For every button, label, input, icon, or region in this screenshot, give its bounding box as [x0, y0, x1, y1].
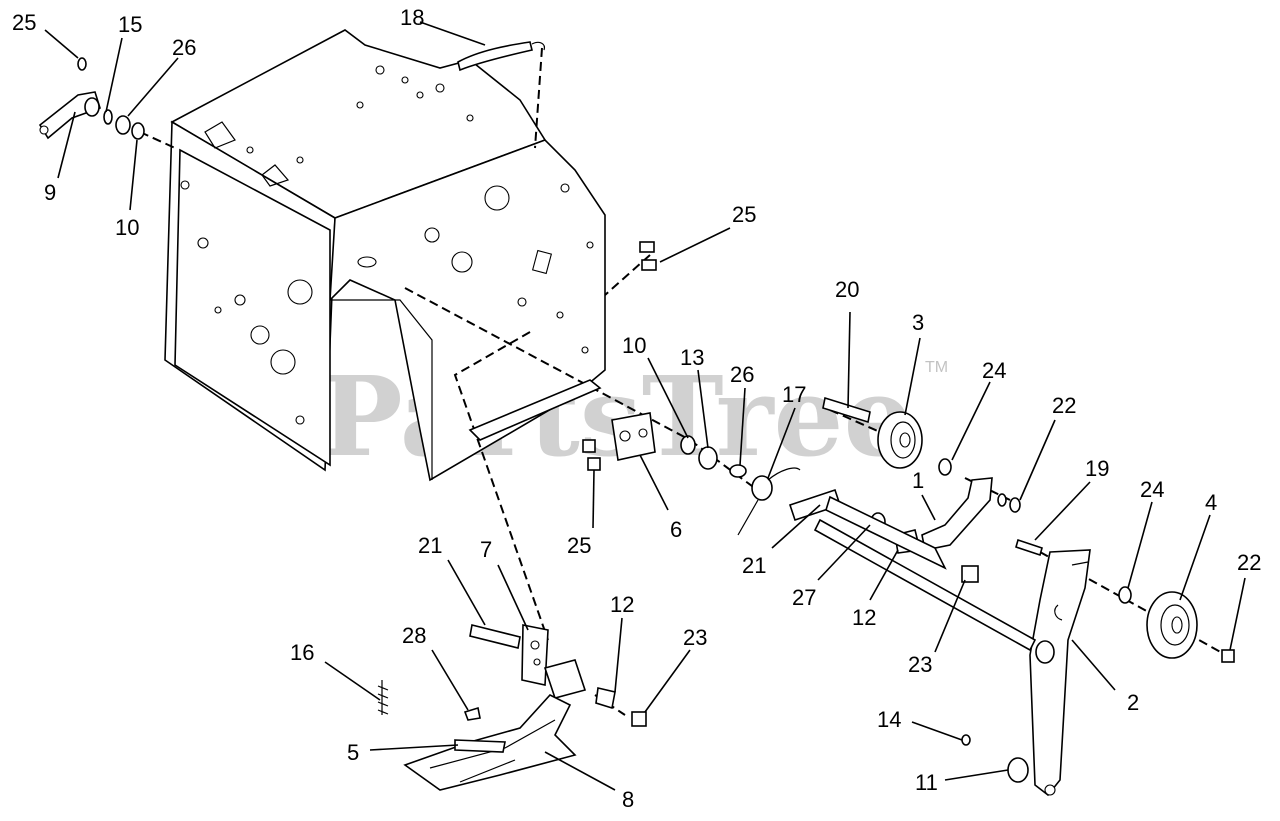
callout-21: 21: [418, 533, 442, 558]
bolts-25: [639, 241, 657, 271]
callout-2: 2: [1127, 690, 1139, 715]
callout-24: 24: [982, 358, 1006, 383]
callout-8: 8: [622, 787, 634, 812]
bolt-19: [1015, 538, 1043, 557]
nut-23-right: [961, 565, 979, 583]
callout-23: 23: [908, 652, 932, 677]
pivot-tube: [825, 495, 947, 570]
frame-housing: [164, 29, 606, 482]
callout-1: 1: [912, 468, 924, 493]
nut-25-low: [587, 457, 601, 471]
callout-28: 28: [402, 623, 426, 648]
nut-23-lower: [631, 711, 647, 727]
bracket-6: [611, 412, 656, 461]
callout-12: 12: [852, 605, 876, 630]
callout-17: 17: [782, 382, 806, 407]
washer-24-top: [938, 458, 952, 476]
nut-22-right: [1221, 649, 1235, 663]
spring-18: [457, 41, 545, 72]
plate-7: [521, 624, 549, 686]
callout-7: 7: [480, 537, 492, 562]
callout-16: 16: [290, 640, 314, 665]
washer-15: [103, 109, 113, 125]
callout-10: 10: [115, 215, 139, 240]
washer-24-right: [1118, 586, 1132, 604]
callout-22: 22: [1052, 393, 1076, 418]
callout-5: 5: [347, 740, 359, 765]
pulley-3: [877, 411, 923, 469]
callout-15: 15: [118, 12, 142, 37]
callout-11: 11: [915, 770, 938, 795]
bushing-13: [698, 446, 718, 470]
washer-10-mid: [680, 435, 696, 455]
callout-26: 26: [730, 362, 754, 387]
callout-18: 18: [400, 5, 424, 30]
callout-27: 27: [792, 585, 816, 610]
washer-top-right: [997, 493, 1007, 507]
callout-21: 21: [742, 553, 766, 578]
callout-6: 6: [670, 517, 682, 542]
callout-10: 10: [622, 333, 646, 358]
leaders: [44, 21, 1246, 791]
pulley-4: [1146, 591, 1198, 659]
clip-28: [463, 706, 481, 721]
callout-9: 9: [44, 180, 56, 205]
callout-22: 22: [1237, 550, 1261, 575]
bolt-21-lower: [469, 624, 521, 649]
arm-9: [38, 91, 101, 140]
callout-23: 23: [683, 625, 707, 650]
hub-lower: [543, 659, 587, 699]
callout-20: 20: [835, 277, 859, 302]
spacer-11: [1007, 757, 1029, 783]
nut-22-top: [1009, 497, 1021, 513]
spring-16: [377, 680, 389, 715]
callout-4: 4: [1205, 490, 1217, 515]
callouts: 25 15 26 18 9 10 25 20 3 24 22 10 13 26 …: [12, 5, 1261, 812]
lever-5: [454, 739, 506, 753]
callout-25: 25: [12, 10, 36, 35]
callout-12: 12: [610, 592, 634, 617]
callout-14: 14: [877, 707, 901, 732]
bushing-10-top: [131, 122, 145, 140]
callout-24: 24: [1140, 477, 1164, 502]
callout-19: 19: [1085, 456, 1109, 481]
spring-17: [737, 467, 801, 536]
bushing-12-lower: [595, 687, 616, 710]
assembly-lines: [139, 47, 1236, 716]
bolt-20: [822, 396, 871, 424]
shaft: [468, 379, 602, 441]
watermark-tm: TM: [925, 359, 948, 376]
rod: [813, 518, 1037, 652]
washer-26-top: [115, 115, 131, 135]
callout-13: 13: [680, 345, 704, 370]
nut-25-mid: [582, 439, 596, 453]
callout-25: 25: [732, 202, 756, 227]
nut-25-top: [77, 57, 87, 71]
tension-arm-2: [1029, 549, 1091, 797]
callout-26: 26: [172, 35, 196, 60]
callout-3: 3: [912, 310, 924, 335]
callout-25: 25: [567, 533, 591, 558]
pin-14: [961, 734, 971, 746]
washer-26-mid: [729, 464, 747, 478]
